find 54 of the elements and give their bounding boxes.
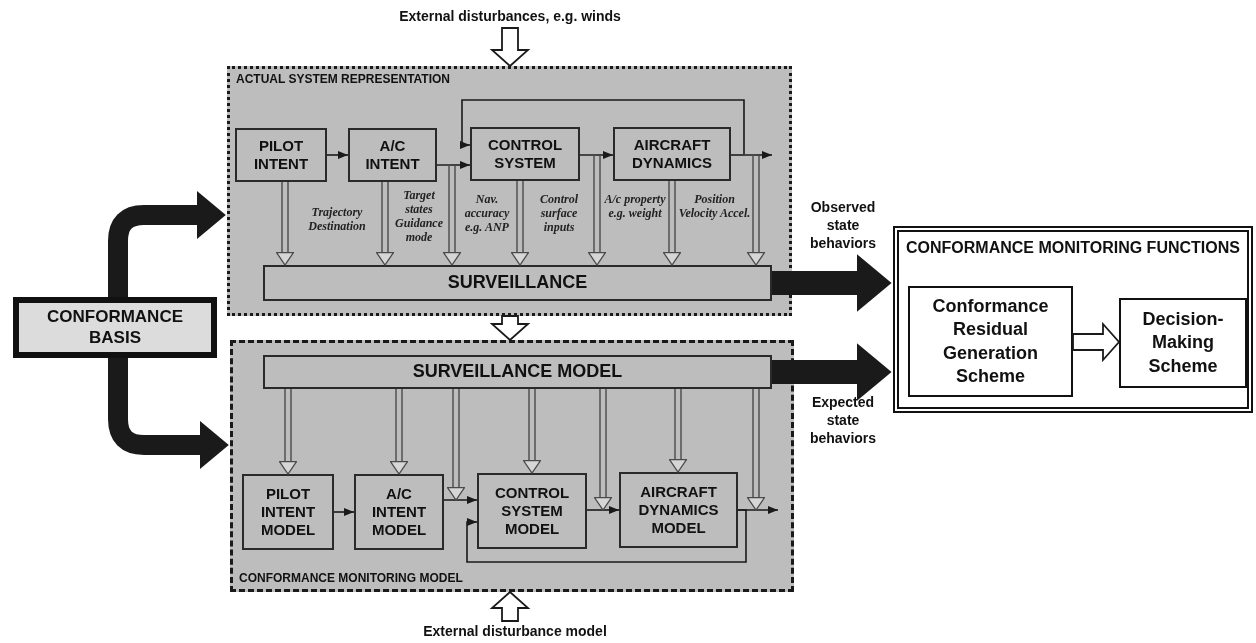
arrow (333, 508, 355, 516)
double-line-arrow (730, 154, 766, 266)
hollow-block-arrow (489, 590, 531, 622)
arrow (466, 509, 747, 563)
double-line-arrow (662, 180, 682, 266)
process-box: A/C INTENT MODEL (354, 474, 444, 550)
process-box: CONTROL SYSTEM MODEL (477, 473, 587, 549)
process-box: AIRCRAFT DYNAMICS (613, 127, 731, 181)
double-line-arrow (579, 154, 607, 266)
signal-label: Control surface inputs (539, 192, 579, 234)
group-title: CONFORMANCE MONITORING MODEL (239, 571, 463, 585)
double-line-arrow (275, 181, 295, 266)
double-line-arrow (668, 388, 688, 473)
process-box: PILOT INTENT (235, 128, 327, 182)
arrow (586, 506, 620, 514)
signal-label: Nav. accuracy e.g. ANP (463, 192, 511, 234)
annotation-text: External disturbance model (405, 621, 625, 641)
double-line-arrow (446, 388, 466, 501)
group-title: ACTUAL SYSTEM REPRESENTATION (236, 72, 450, 86)
block-arrow (772, 343, 892, 401)
group-panel (227, 66, 792, 316)
process-box: CONTROL SYSTEM (470, 127, 580, 181)
function-panel (893, 226, 1253, 413)
arrow (326, 151, 349, 159)
double-line-arrow (522, 388, 542, 474)
signal-label: A/c property e.g. weight (603, 192, 667, 220)
arrow (460, 99, 745, 156)
signal-label: Target states Guidance mode (394, 188, 444, 244)
process-box: CONFORMANCE BASIS (13, 297, 217, 358)
double-line-arrow (389, 388, 409, 475)
double-line-arrow (278, 388, 298, 475)
signal-label: Position Velocity Accel. (677, 192, 752, 220)
process-box: A/C INTENT (348, 128, 437, 182)
panel-title: CONFORMANCE MONITORING FUNCTIONS (905, 238, 1241, 258)
arrow (443, 496, 478, 504)
process-box: SURVEILLANCE (263, 265, 772, 301)
hollow-block-arrow (489, 315, 531, 342)
process-box: Decision-Making Scheme (1119, 298, 1247, 388)
double-line-arrow (746, 388, 766, 511)
process-box: Conformance Residual Generation Scheme (908, 286, 1073, 397)
double-line-arrow (593, 388, 613, 511)
double-line-arrow (375, 181, 395, 266)
hollow-block-arrow (1072, 321, 1121, 363)
process-box: AIRCRAFT DYNAMICS MODEL (619, 472, 738, 548)
curved-block-arrow (108, 358, 229, 469)
double-line-arrow (436, 164, 462, 266)
double-line-arrow (510, 180, 530, 266)
process-box: PILOT INTENT MODEL (242, 474, 334, 550)
group-panel (230, 340, 794, 592)
signal-label: Trajectory Destination (307, 205, 367, 233)
block-arrow (772, 254, 892, 312)
annotation-text: External disturbances, e.g. winds (395, 6, 625, 28)
hollow-block-arrow (489, 27, 531, 68)
process-box: SURVEILLANCE MODEL (263, 355, 772, 389)
